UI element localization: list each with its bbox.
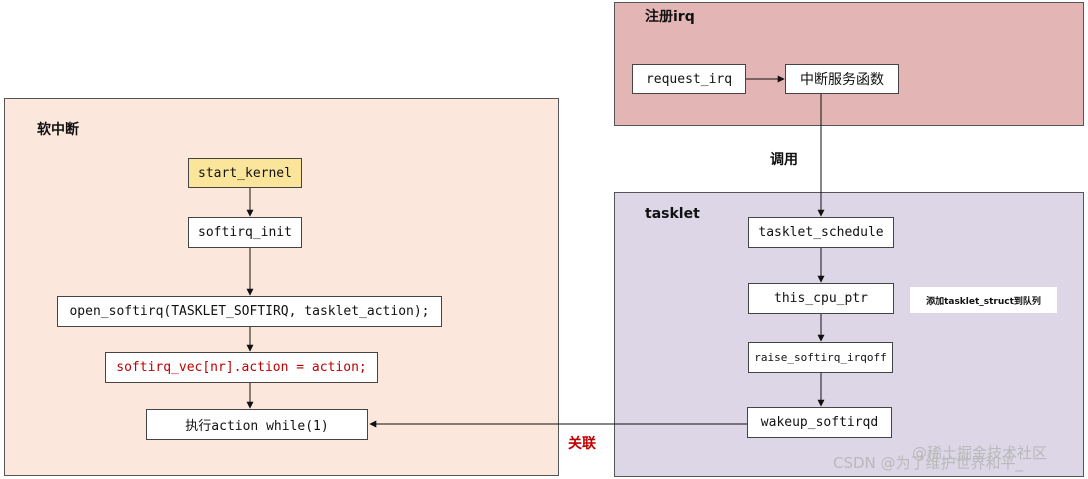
start-kernel-box: start_kernel bbox=[188, 158, 302, 188]
isr-box: 中断服务函数 bbox=[785, 64, 899, 94]
softirq-init-box: softirq_init bbox=[188, 217, 302, 248]
raise-softirq-irqoff-box: raise_softirq_irqoff bbox=[748, 342, 893, 373]
request-irq-box: request_irq bbox=[632, 64, 746, 94]
exec-action-loop-box: 执行action while(1) bbox=[146, 409, 368, 440]
tasklet-panel-title: tasklet bbox=[645, 206, 700, 222]
tasklet-queue-note: 添加tasklet_struct到队列 bbox=[910, 287, 1057, 313]
csdn-watermark: CSDN @为了维护世界和平_ bbox=[833, 454, 1024, 472]
wakeup-softirqd-box: wakeup_softirqd bbox=[747, 407, 892, 438]
juejin-watermark: @稀土掘金技术社区 bbox=[912, 444, 1048, 462]
open-softirq-box: open_softirq(TASKLET_SOFTIRQ, tasklet_ac… bbox=[57, 296, 442, 327]
link-label: 关联 bbox=[568, 436, 596, 452]
call-label: 调用 bbox=[770, 152, 798, 168]
softirq-panel-title: 软中断 bbox=[37, 122, 79, 138]
register-irq-panel-title: 注册irq bbox=[645, 9, 695, 25]
softirq-vec-assign-box: softirq_vec[nr].action = action; bbox=[105, 352, 378, 383]
this-cpu-ptr-box: this_cpu_ptr bbox=[748, 283, 894, 314]
tasklet-schedule-box: tasklet_schedule bbox=[748, 217, 894, 248]
